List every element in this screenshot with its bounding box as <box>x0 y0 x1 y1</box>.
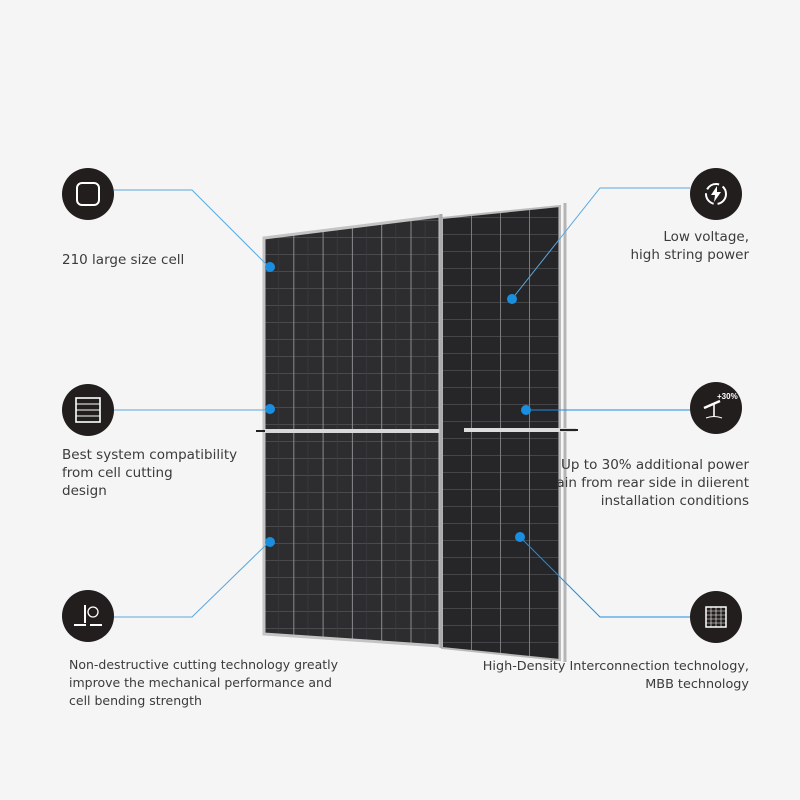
callout-dot <box>521 405 531 415</box>
front-panel <box>256 214 443 648</box>
tracker-icon: +30% <box>690 382 742 434</box>
square-cell-icon <box>62 168 114 220</box>
callout-dot <box>265 537 275 547</box>
callout-dot <box>265 404 275 414</box>
tracker-gain-text: +30% <box>717 392 738 401</box>
callout-dot <box>265 262 275 272</box>
callout-dots <box>265 262 531 547</box>
feature-label-compatibility: Best system compatibility from cell cutt… <box>62 447 238 499</box>
connector-lines <box>114 187 690 618</box>
callout-dot <box>515 532 525 542</box>
feature-label-cutting: Non-destructive cutting technology great… <box>69 657 339 708</box>
feature-label-low-voltage: Low voltage, high string power <box>630 229 750 263</box>
feature-label-interconnection: High-Density Interconnection technology,… <box>482 659 749 692</box>
voltage-power-icon <box>690 168 742 220</box>
feature-label-large-cell: 210 large size cell <box>62 252 185 268</box>
cell-stack-icon <box>62 384 114 436</box>
busbar-grid-icon <box>690 591 742 643</box>
callout-dot <box>507 294 517 304</box>
rear-panel <box>441 203 578 662</box>
feature-label-rear-gain: Up to 30% additional power ain from rear… <box>556 457 749 509</box>
cutting-icon <box>62 590 114 642</box>
